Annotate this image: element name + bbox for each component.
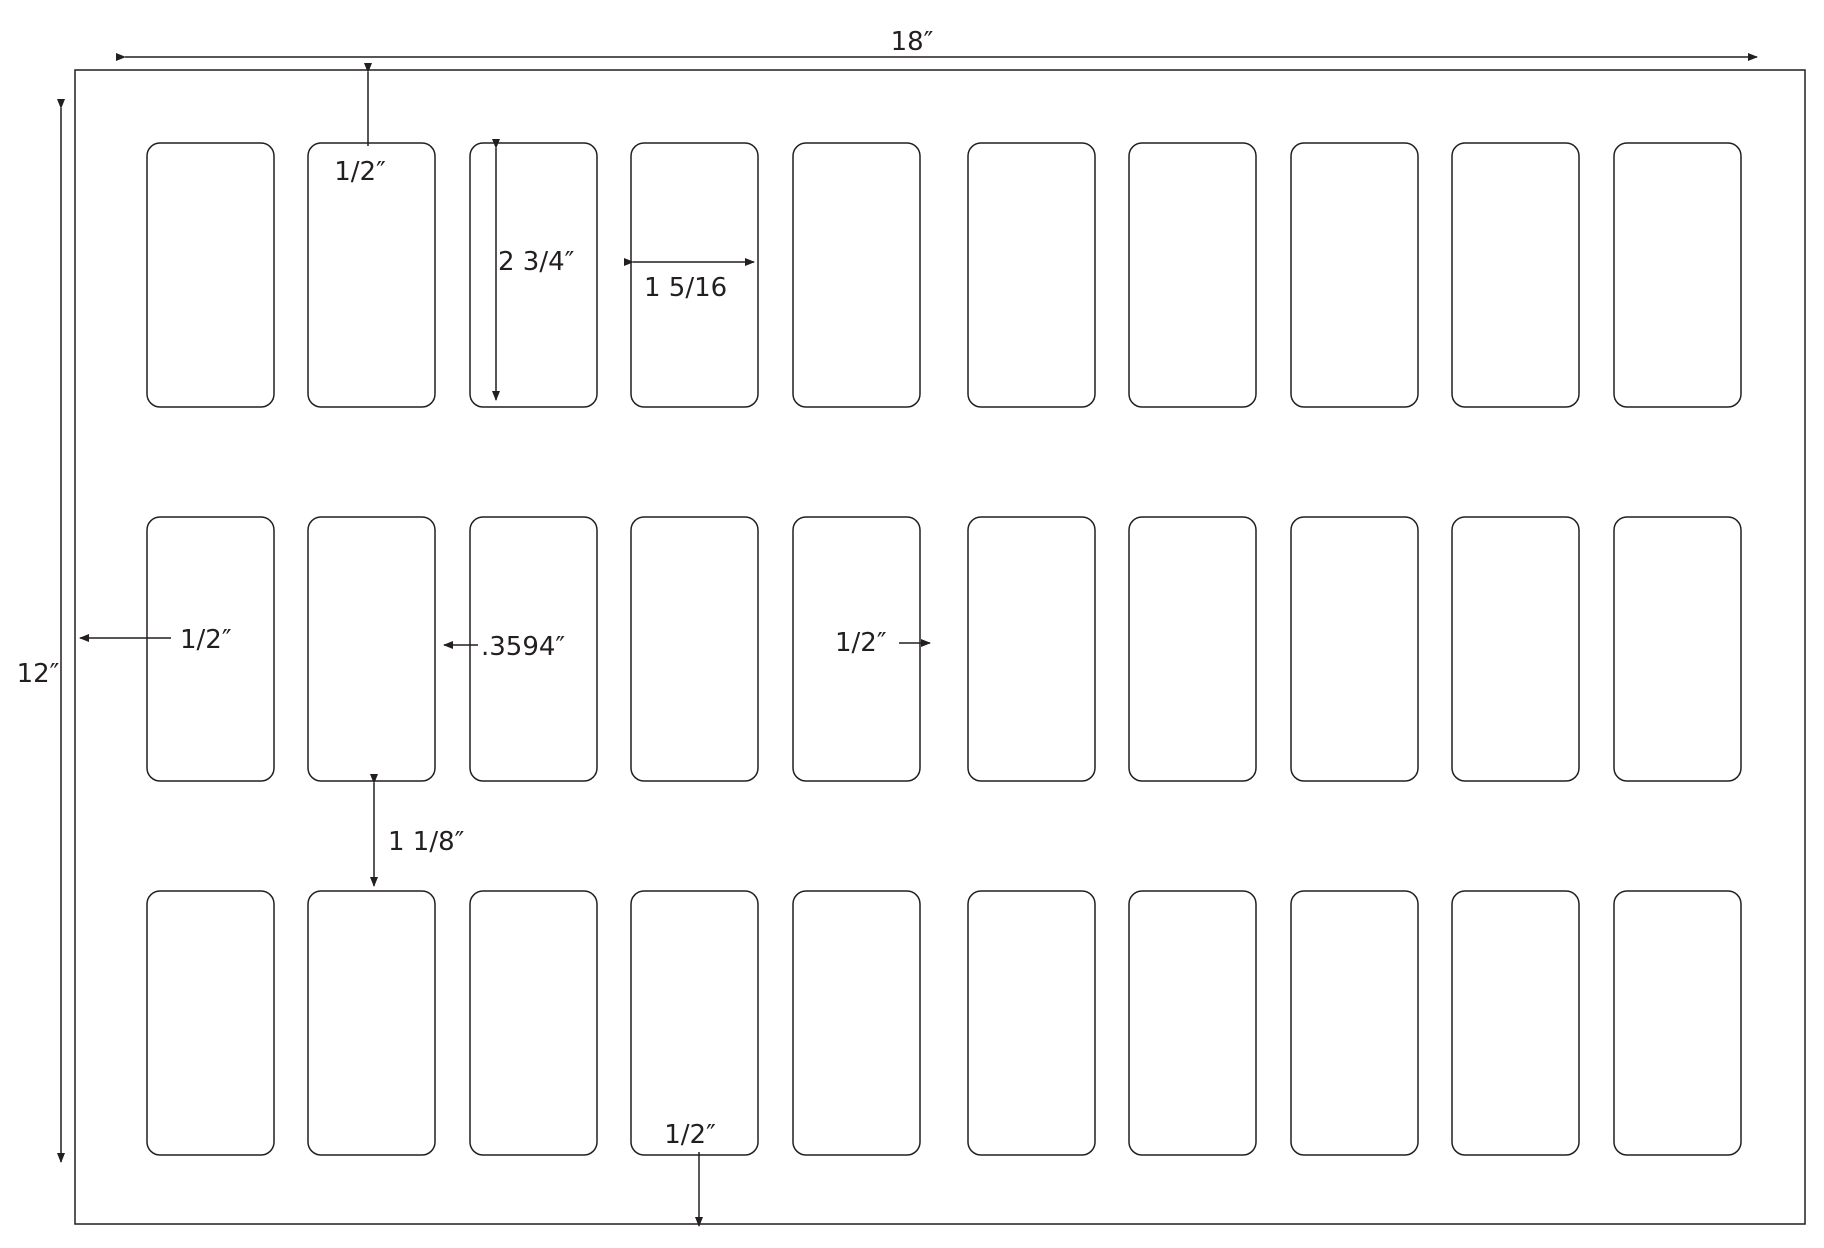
label-r3-c3 <box>469 890 598 1156</box>
label-r3-c1 <box>146 890 275 1156</box>
label-r2-c5 <box>792 516 921 782</box>
label-r1-c6 <box>967 142 1096 408</box>
label-r1-c9 <box>1451 142 1580 408</box>
label-r1-c1 <box>146 142 275 408</box>
sheet-height-label: 12″ <box>17 659 60 689</box>
vertical-gap-label: 1 1/8″ <box>388 827 465 857</box>
label-r3-c6 <box>967 890 1096 1156</box>
label-r2-c8 <box>1290 516 1419 782</box>
label-height-value: 2 3/4″ <box>498 247 575 277</box>
label-r3-c10 <box>1613 890 1742 1156</box>
label-r1-c3 <box>469 142 598 408</box>
left-margin-label: 1/2″ <box>180 625 232 655</box>
label-r3-c4 <box>630 890 759 1156</box>
label-r1-c2 <box>307 142 436 408</box>
label-r2-c10 <box>1613 516 1742 782</box>
label-r3-c9 <box>1451 890 1580 1156</box>
label-r1-c8 <box>1290 142 1419 408</box>
label-r3-c5 <box>792 890 921 1156</box>
label-grid <box>146 142 1742 1156</box>
label-width-value: 1 5/16 <box>644 273 727 303</box>
bottom-margin-label: 1/2″ <box>664 1120 716 1150</box>
label-r2-c6 <box>967 516 1096 782</box>
label-r1-c10 <box>1613 142 1742 408</box>
label-r3-c7 <box>1128 890 1257 1156</box>
label-r1-c4 <box>630 142 759 408</box>
sheet-width-label: 18″ <box>891 27 934 57</box>
label-r2-c1 <box>146 516 275 782</box>
label-r1-c5 <box>792 142 921 408</box>
top-margin-label: 1/2″ <box>334 157 386 187</box>
label-r1-c7 <box>1128 142 1257 408</box>
center-gap-label: 1/2″ <box>835 628 887 658</box>
label-r2-c4 <box>630 516 759 782</box>
label-r3-c8 <box>1290 890 1419 1156</box>
label-r2-c3 <box>469 516 598 782</box>
label-r2-c9 <box>1451 516 1580 782</box>
label-r2-c7 <box>1128 516 1257 782</box>
label-r3-c2 <box>307 890 436 1156</box>
label-r2-c2 <box>307 516 436 782</box>
horizontal-gap-label: .3594″ <box>481 632 565 662</box>
sheet-outline <box>74 69 1806 1225</box>
